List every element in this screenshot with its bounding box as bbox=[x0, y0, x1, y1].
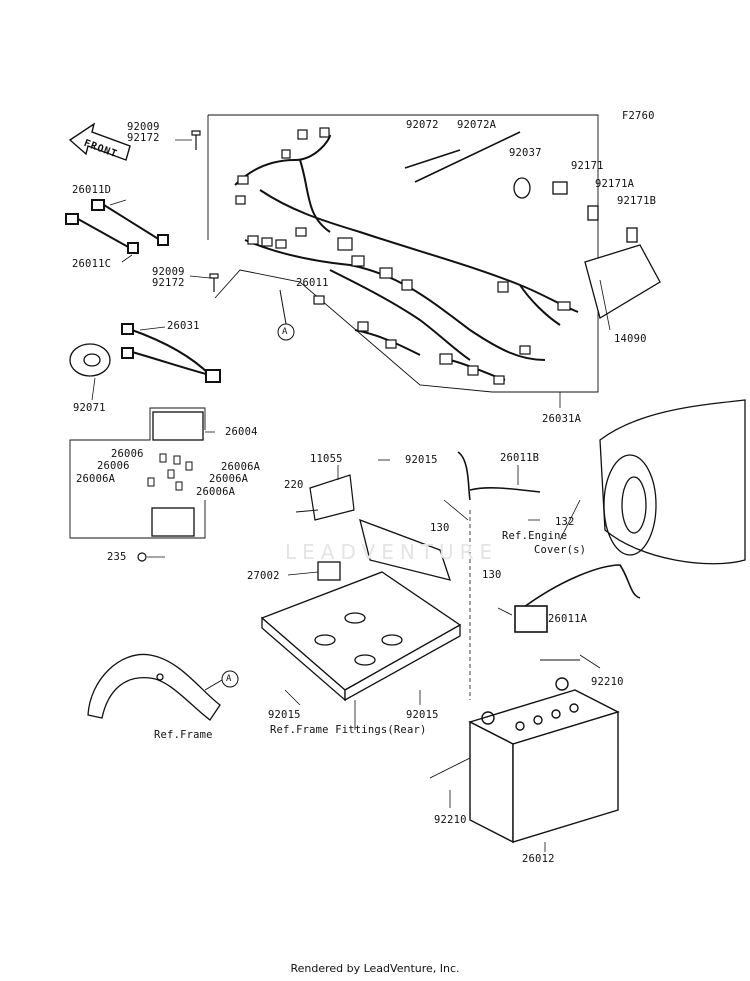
part-label-132[interactable]: 132 bbox=[555, 516, 575, 528]
part-label-92015-left[interactable]: 92015 bbox=[268, 709, 301, 721]
cover-14090 bbox=[584, 244, 661, 320]
figure-code: F2760 bbox=[622, 110, 655, 122]
main-wiring-harness bbox=[234, 134, 579, 381]
cover-label: Cover(s) bbox=[534, 544, 587, 556]
ref-engine-label: Ref.Engine bbox=[502, 530, 568, 542]
part-label-26006-a[interactable]: 26006 bbox=[111, 448, 144, 460]
watermark: LEADVENTURE bbox=[285, 540, 499, 564]
leader-lines bbox=[91, 139, 611, 852]
sub-harness-26031 bbox=[121, 323, 221, 383]
part-label-92171b[interactable]: 92171B bbox=[617, 195, 657, 207]
harness-outline bbox=[208, 114, 599, 393]
cable-26011a bbox=[514, 564, 641, 633]
screw-235 bbox=[137, 552, 147, 562]
fuse-box-outline bbox=[69, 407, 206, 539]
part-label-235[interactable]: 235 bbox=[107, 551, 127, 563]
part-label-92009-mid[interactable]: 92009 bbox=[152, 266, 185, 278]
cable-ties bbox=[404, 131, 521, 183]
part-label-26011d[interactable]: 26011D bbox=[72, 184, 112, 196]
part-label-26006a-a[interactable]: 26006A bbox=[221, 461, 261, 473]
fuse-holder bbox=[151, 507, 195, 537]
part-label-26011b[interactable]: 26011B bbox=[500, 452, 540, 464]
render-credit: Rendered by LeadVenture, Inc. bbox=[290, 962, 460, 975]
callout-a-bottom-circle bbox=[221, 670, 239, 688]
callout-a-top: A bbox=[282, 327, 288, 337]
part-label-130-a[interactable]: 130 bbox=[430, 522, 450, 534]
fuse-relays bbox=[147, 453, 193, 491]
screw-92009-top bbox=[191, 130, 201, 150]
part-label-92171a[interactable]: 92171A bbox=[595, 178, 635, 190]
part-label-92172-top[interactable]: 92172 bbox=[127, 132, 160, 144]
ref-frame-label: Ref.Frame bbox=[154, 729, 213, 741]
part-label-92071[interactable]: 92071 bbox=[73, 402, 106, 414]
part-label-26011c[interactable]: 26011C bbox=[72, 258, 112, 270]
part-label-92072[interactable]: 92072 bbox=[406, 119, 439, 131]
part-label-26006a-b[interactable]: 26006A bbox=[209, 473, 249, 485]
part-label-14090[interactable]: 14090 bbox=[614, 333, 647, 345]
part-label-92210-right[interactable]: 92210 bbox=[591, 676, 624, 688]
part-label-92015-top[interactable]: 92015 bbox=[405, 454, 438, 466]
battery-26012 bbox=[468, 677, 620, 844]
grommet-92071 bbox=[69, 343, 111, 377]
part-label-92015-right[interactable]: 92015 bbox=[406, 709, 439, 721]
part-label-26006a-c[interactable]: 26006A bbox=[76, 473, 116, 485]
part-label-11055[interactable]: 11055 bbox=[310, 453, 343, 465]
part-label-220[interactable]: 220 bbox=[284, 479, 304, 491]
part-label-26012[interactable]: 26012 bbox=[522, 853, 555, 865]
part-label-26006-b[interactable]: 26006 bbox=[97, 460, 130, 472]
frame-reference bbox=[87, 653, 221, 721]
front-arrow-icon bbox=[68, 122, 131, 161]
sub-harness-26011d-26011c bbox=[65, 199, 169, 254]
part-label-26011[interactable]: 26011 bbox=[296, 277, 329, 289]
clamps bbox=[513, 177, 638, 243]
part-label-92009-top[interactable]: 92009 bbox=[127, 121, 160, 133]
ref-frame-fittings-label: Ref.Frame Fittings(Rear) bbox=[270, 724, 427, 736]
harness-connectors bbox=[235, 127, 571, 385]
part-label-27002[interactable]: 27002 bbox=[247, 570, 280, 582]
engine-cover bbox=[599, 399, 746, 565]
part-label-26031[interactable]: 26031 bbox=[167, 320, 200, 332]
part-label-92172-mid[interactable]: 92172 bbox=[152, 277, 185, 289]
callout-a-bottom: A bbox=[226, 674, 232, 684]
battery-tray bbox=[260, 518, 462, 702]
part-label-92072a[interactable]: 92072A bbox=[457, 119, 497, 131]
part-label-130-b[interactable]: 130 bbox=[482, 569, 502, 581]
part-label-92210-bottom[interactable]: 92210 bbox=[434, 814, 467, 826]
screw-92009-mid bbox=[209, 273, 219, 292]
part-label-92171[interactable]: 92171 bbox=[571, 160, 604, 172]
part-label-92037[interactable]: 92037 bbox=[509, 147, 542, 159]
part-label-26004[interactable]: 26004 bbox=[225, 426, 258, 438]
part-label-26031a[interactable]: 26031A bbox=[542, 413, 582, 425]
bracket-11055 bbox=[309, 474, 355, 521]
fuse-26004 bbox=[152, 411, 204, 441]
part-label-26006a-d[interactable]: 26006A bbox=[196, 486, 236, 498]
part-label-26011a[interactable]: 26011A bbox=[548, 613, 588, 625]
relay-27002 bbox=[317, 561, 341, 581]
cable-26011b bbox=[457, 451, 541, 700]
